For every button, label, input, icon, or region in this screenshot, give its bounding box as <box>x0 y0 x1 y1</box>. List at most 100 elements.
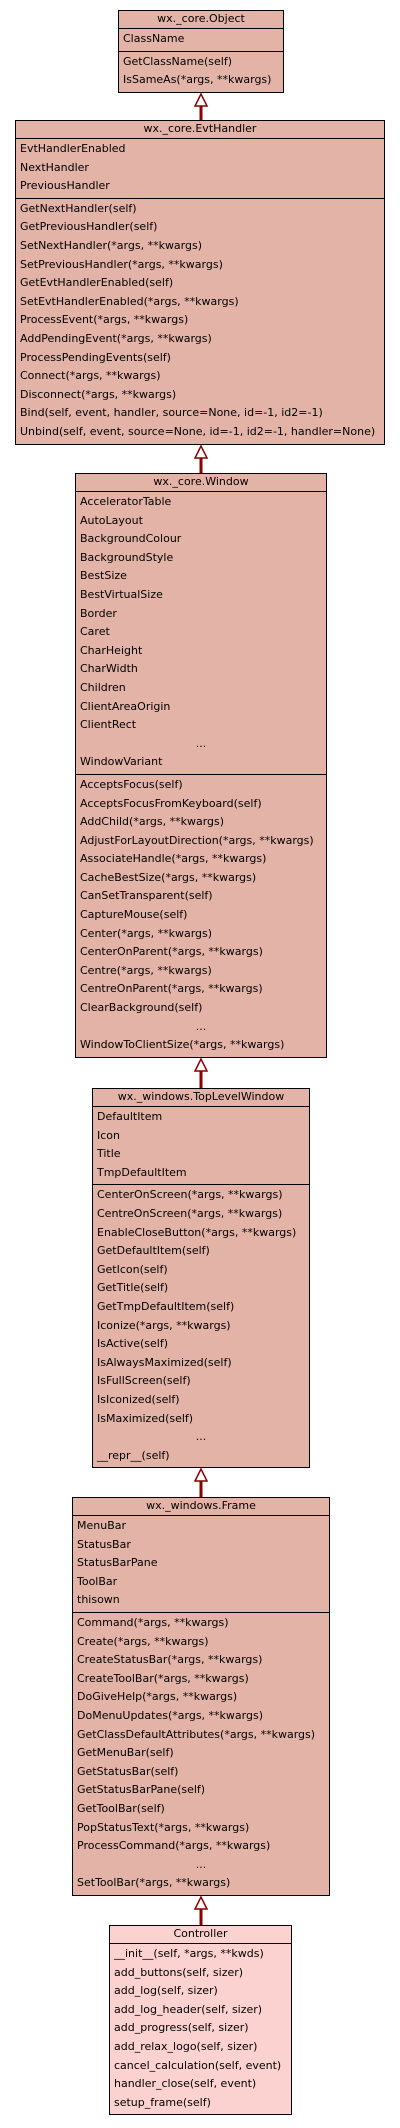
method-item: Unbind(self, event, source=None, id=-1, … <box>20 424 376 438</box>
method-item: GetPreviousHandler(self) <box>20 220 158 234</box>
method-item: ProcessEvent(*args, **kwargs) <box>20 313 189 327</box>
method-item: IsIconized(self) <box>97 1392 180 1406</box>
ellipsis: ... <box>195 1430 207 1444</box>
method-item: IsSameAs(*args, **kwargs) <box>123 73 272 87</box>
inheritance-arrowhead <box>193 92 209 107</box>
method-item: PopStatusText(*args, **kwargs) <box>77 1820 250 1834</box>
attribute-item: MenuBar <box>77 1519 127 1532</box>
class-title: wx._windows.Frame <box>73 1498 329 1516</box>
method-item: AssociateHandle(*args, **kwargs) <box>80 852 267 866</box>
attribute-item: Icon <box>97 1128 120 1142</box>
method-item: Command(*args, **kwargs) <box>77 1615 229 1629</box>
attribute-item: BackgroundStyle <box>80 550 174 564</box>
method-item: GetDefaultItem(self) <box>97 1244 210 1258</box>
method-item: IsMaximized(self) <box>97 1411 194 1425</box>
method-item: GetTitle(self) <box>97 1281 169 1295</box>
method-item: add_buttons(self, sizer) <box>114 1965 244 1979</box>
attribute-item: ToolBar <box>77 1574 118 1588</box>
method-item: CaptureMouse(self) <box>80 908 188 922</box>
attribute-item: WindowVariant <box>80 755 163 769</box>
class-title: Controller <box>110 1926 291 1944</box>
method-item: ClearBackground(self) <box>80 1001 203 1015</box>
method-item: CreateStatusBar(*args, **kwargs) <box>77 1653 263 1667</box>
method-item: Bind(self, event, handler, source=None, … <box>20 406 323 420</box>
method-item: GetClassDefaultAttributes(*args, **kwarg… <box>77 1727 316 1741</box>
attribute-item: thisown <box>77 1593 120 1607</box>
class-title: wx._core.Object <box>119 11 283 29</box>
inheritance-arrowhead <box>193 1895 209 1910</box>
method-item: CreateToolBar(*args, **kwargs) <box>77 1671 249 1685</box>
method-item: add_log(self, sizer) <box>114 1984 218 1998</box>
method-item: handler_close(self, event) <box>114 2077 257 2091</box>
method-item: SetToolBar(*args, **kwargs) <box>77 1876 231 1890</box>
attribute-item: BackgroundColour <box>80 532 182 546</box>
method-item: CentreOnParent(*args, **kwargs) <box>80 982 263 996</box>
attribute-item: StatusBar <box>77 1537 131 1551</box>
method-item: CenterOnParent(*args, **kwargs) <box>80 945 263 959</box>
method-item: ProcessPendingEvents(self) <box>20 350 171 364</box>
method-item: AcceptsFocusFromKeyboard(self) <box>80 796 262 810</box>
class-box-controller: Controller __init__(self, *args, **kwds)… <box>109 1925 292 2116</box>
method-item: GetToolBar(self) <box>77 1801 165 1815</box>
attribute-item: Border <box>80 606 117 620</box>
ellipsis: ... <box>195 736 207 750</box>
methods-section: AcceptsFocus(self)AcceptsFocusFromKeyboa… <box>76 775 326 1057</box>
method-item: SetEvtHandlerEnabled(*args, **kwargs) <box>20 294 239 308</box>
method-item: Create(*args, **kwargs) <box>77 1634 209 1648</box>
method-item: setup_frame(self) <box>114 2095 211 2109</box>
method-item: Connect(*args, **kwargs) <box>20 369 161 383</box>
methods-section: CenterOnScreen(*args, **kwargs)CentreOnS… <box>93 1185 309 1467</box>
inheritance-arrowhead <box>193 1057 209 1072</box>
attribute-item: ClientAreaOrigin <box>80 699 171 713</box>
method-item: add_log_header(self, sizer) <box>114 2002 263 2016</box>
attribute-item: PreviousHandler <box>20 179 110 193</box>
method-item: GetStatusBarPane(self) <box>77 1783 206 1797</box>
attribute-item: Children <box>80 680 126 694</box>
method-item: CenterOnScreen(*args, **kwargs) <box>97 1188 283 1202</box>
attribute-item: NextHandler <box>20 160 89 174</box>
method-item: GetEvtHandlerEnabled(self) <box>20 276 174 290</box>
methods-section: __init__(self, *args, **kwds)add_buttons… <box>110 1944 291 2114</box>
attribute-item: BestSize <box>80 569 127 583</box>
method-item: SetNextHandler(*args, **kwargs) <box>20 238 203 252</box>
methods-section: GetNextHandler(self) GetPreviousHandler(s… <box>16 199 384 444</box>
ellipsis: ... <box>195 1019 207 1033</box>
attribute-item: BestVirtualSize <box>80 587 163 601</box>
method-item: GetClassName(self) <box>123 54 233 68</box>
method-item: cancel_calculation(self, event) <box>114 2058 282 2072</box>
method-item: AddPendingEvent(*args, **kwargs) <box>20 331 212 345</box>
method-item: SetPreviousHandler(*args, **kwargs) <box>20 257 223 271</box>
attribute-item: DefaultItem <box>97 1110 163 1123</box>
method-item: Centre(*args, **kwargs) <box>80 963 212 977</box>
attribute-item: ClientRect <box>80 718 137 732</box>
attribute-item: TmpDefaultItem <box>97 1165 187 1179</box>
method-item: GetTmpDefaultItem(self) <box>97 1299 235 1313</box>
attribute-item: CharWidth <box>80 662 138 676</box>
class-box-object: wx._core.Object ClassName GetClassName(s… <box>118 10 284 93</box>
attribute-item: ClassName <box>123 32 185 45</box>
attribute-item: Title <box>97 1147 121 1161</box>
method-item: add_progress(self, sizer) <box>114 2021 249 2035</box>
class-title: wx._core.EvtHandler <box>16 121 384 139</box>
class-title: wx._windows.TopLevelWindow <box>93 1089 309 1107</box>
attribute-item: AcceleratorTable <box>80 495 172 508</box>
method-item: IsActive(self) <box>97 1337 169 1351</box>
inheritance-arrowhead <box>193 444 209 459</box>
class-title: wx._core.Window <box>76 474 326 492</box>
method-item: ProcessCommand(*args, **kwargs) <box>77 1839 271 1853</box>
ellipsis: ... <box>195 1857 207 1871</box>
method-item: GetNextHandler(self) <box>20 201 137 215</box>
method-item: DoGiveHelp(*args, **kwargs) <box>77 1690 238 1704</box>
methods-section: GetClassName(self) IsSameAs(*args, **kwar… <box>119 52 283 92</box>
method-item: Iconize(*args, **kwargs) <box>97 1318 231 1332</box>
method-item: CanSetTransparent(self) <box>80 889 213 903</box>
attributes-section: ClassName <box>119 29 283 52</box>
